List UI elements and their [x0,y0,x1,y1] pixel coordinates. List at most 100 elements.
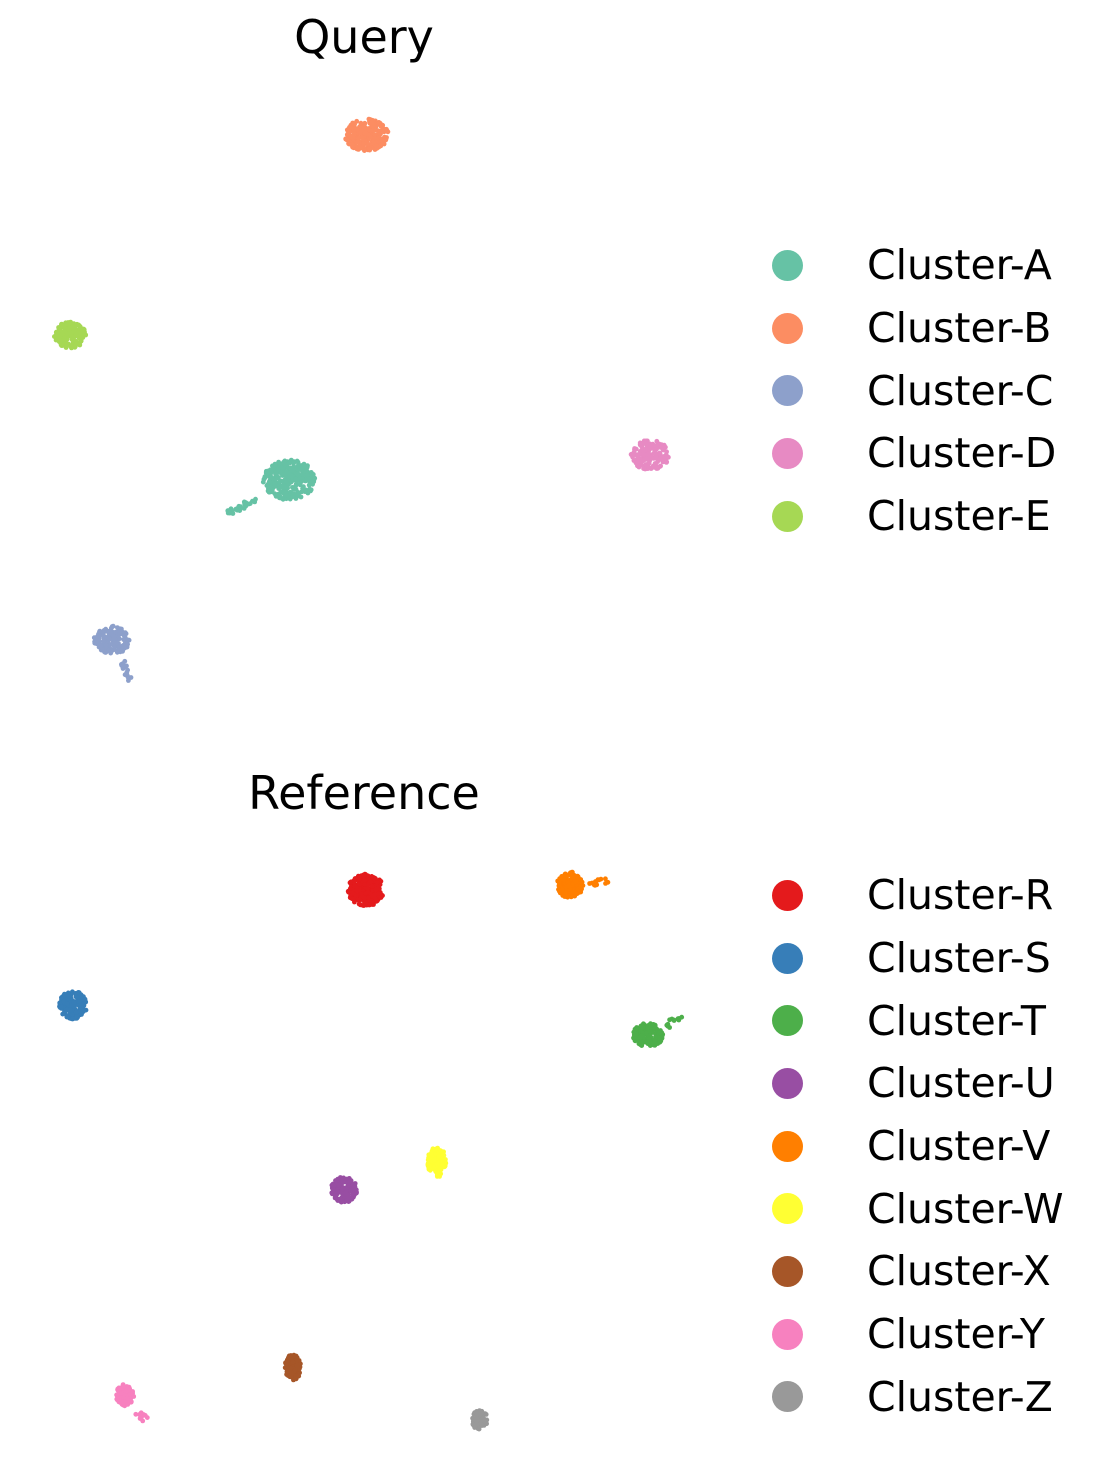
scatter-point [66,327,72,333]
scatter-point [438,1148,444,1154]
series-cluster-c [91,623,134,683]
scatter-point [291,486,297,492]
scatter-point [122,630,128,636]
legend-marker [772,942,803,974]
scatter-point [483,1412,489,1417]
legend-marker [772,1067,803,1099]
scatter-point [274,471,279,477]
scatter-point [287,489,293,495]
scatter-point [109,624,115,630]
legend-marker [772,375,803,407]
scatter-point [428,1150,434,1156]
series-cluster-r [345,871,385,908]
scatter-point [290,1359,296,1365]
scatter-point [69,345,74,351]
scatter-point [425,1160,431,1166]
scatter-point [297,466,302,472]
scatter-point [630,454,635,460]
scatter-point [369,883,375,889]
scatter-point [285,485,290,491]
scatter-point [260,479,266,485]
scatter-point [64,1007,70,1012]
series-cluster-s [57,989,89,1022]
scatter-point [369,874,375,879]
scatter-point [131,1394,137,1399]
scatter-point [114,649,120,655]
series-cluster-e [52,319,89,351]
scatter-point [230,511,236,516]
scatter-point [654,443,660,449]
scatter-point [312,475,318,481]
scatter-point [603,881,608,886]
series-cluster-a [225,457,318,516]
scatter-point [563,893,569,899]
scatter-point [344,137,350,143]
scatter-point [289,1355,294,1361]
scatter-point [427,1166,433,1171]
scatter-point [647,454,653,459]
scatter-point [559,874,565,879]
scatter-point [362,148,367,154]
scatter-point [646,460,652,466]
scatter-point [113,629,118,635]
scatter-point [306,482,312,488]
scatter-point [382,126,388,132]
scatter-point [101,633,107,639]
scatter-point [360,141,366,147]
scatter-point [346,141,351,147]
scatter-point [592,882,598,888]
scatter-point [292,465,298,470]
scatter-point [359,127,364,133]
legend-marker [772,1193,803,1225]
scatter-point [657,450,662,456]
scatter-point [117,629,123,635]
reference-panel: Reference Cluster-R Cluster-S Cluster-T … [0,740,1098,1479]
scatter-point [439,1162,445,1167]
scatter-point [278,495,284,501]
scatter-point [304,472,310,478]
scatter-point [266,479,272,485]
legend-label: Cluster-A [867,241,1052,290]
scatter-point [282,492,288,498]
scatter-point [301,461,307,467]
scatter-point [335,1189,341,1195]
legend-marker [772,1005,803,1037]
scatter-point [356,901,362,907]
scatter-point [635,453,641,458]
legend-label: Cluster-R [867,871,1054,920]
legend-item: Cluster-V [772,1115,1064,1178]
scatter-point [479,1410,485,1416]
scatter-point [351,878,357,883]
scatter-point [305,469,310,475]
scatter-point [73,329,79,335]
legend-label: Cluster-Z [867,1372,1053,1421]
scatter-point [284,470,290,476]
scatter-point [587,881,592,886]
scatter-point [633,460,639,466]
scatter-point [373,887,379,892]
scatter-point [376,891,381,896]
scatter-point [331,1183,337,1189]
scatter-point [434,1172,440,1178]
scatter-point [295,492,301,498]
scatter-point [241,506,247,511]
scatter-point [125,1402,131,1407]
scatter-point [234,507,240,513]
scatter-point [272,461,278,467]
legend-label: Cluster-U [867,1059,1055,1108]
scatter-point [124,670,130,675]
scatter-point [112,640,117,645]
scatter-point [127,1398,133,1404]
scatter-point [666,454,671,460]
scatter-point [354,887,360,893]
scatter-point [347,130,353,135]
scatter-point [667,1017,672,1023]
scatter-point [671,1017,677,1023]
scatter-point [294,458,300,464]
scatter-point [631,1029,637,1035]
scatter-point [73,1009,79,1015]
scatter-point [56,336,62,342]
scatter-point [77,324,83,330]
legend-label: Cluster-C [867,366,1054,415]
scatter-point [265,470,271,476]
